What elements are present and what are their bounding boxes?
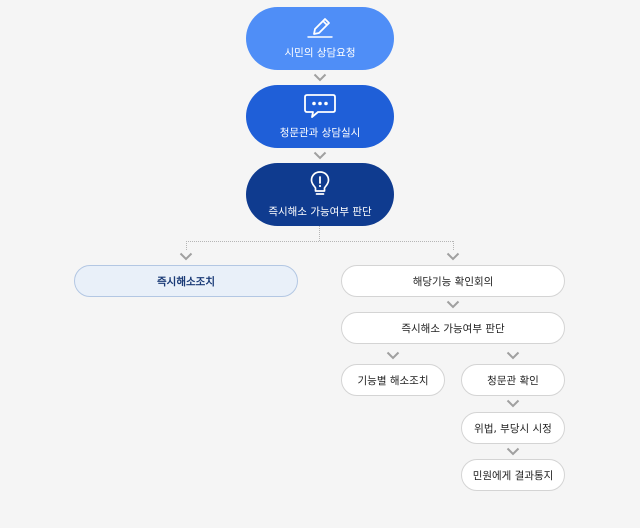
step-consultation: 청문관과 상담실시 [246, 85, 394, 148]
immediate-resolution-box: 즉시해소조치 [74, 265, 298, 297]
chevron-down-icon [313, 151, 327, 160]
node-label: 즉시해소 가능여부 판단 [401, 322, 505, 335]
chevron-down-icon [446, 300, 460, 309]
node-label: 위법, 부당시 시정 [474, 422, 552, 435]
node-label: 청문관 확인 [487, 374, 539, 387]
second-judgement-box: 즉시해소 가능여부 판단 [341, 312, 565, 344]
step-label: 즉시해소 가능여부 판단 [268, 206, 372, 218]
chevron-down-icon [313, 73, 327, 82]
step-label: 청문관과 상담실시 [279, 127, 361, 139]
chat-bubble-icon [303, 93, 337, 119]
chevron-down-icon [506, 351, 520, 360]
step-label: 시민의 상담요청 [284, 47, 356, 59]
branch-connector [319, 226, 320, 241]
chevron-down-icon [386, 351, 400, 360]
node-label: 해당기능 확인회의 [412, 275, 494, 288]
chevron-down-icon [179, 252, 193, 261]
node-label: 기능별 해소조치 [357, 374, 429, 387]
correction-box: 위법, 부당시 시정 [461, 412, 565, 444]
step-citizen-request: 시민의 상담요청 [246, 7, 394, 70]
branch-connector [453, 241, 454, 250]
result-notification-box: 민원에게 결과통지 [461, 459, 565, 491]
step-judgement: 즉시해소 가능여부 판단 [246, 163, 394, 226]
pencil-icon [306, 17, 334, 39]
branch-connector [186, 241, 187, 250]
ombudsman-check-box: 청문관 확인 [461, 364, 565, 396]
chevron-down-icon [506, 447, 520, 456]
node-label: 민원에게 결과통지 [472, 469, 554, 482]
chevron-down-icon [446, 252, 460, 261]
function-check-meeting-box: 해당기능 확인회의 [341, 265, 565, 297]
node-label: 즉시해소조치 [157, 275, 215, 288]
branch-connector [186, 241, 453, 242]
chevron-down-icon [506, 399, 520, 408]
lightbulb-icon [309, 170, 331, 198]
function-resolution-box: 기능별 해소조치 [341, 364, 445, 396]
